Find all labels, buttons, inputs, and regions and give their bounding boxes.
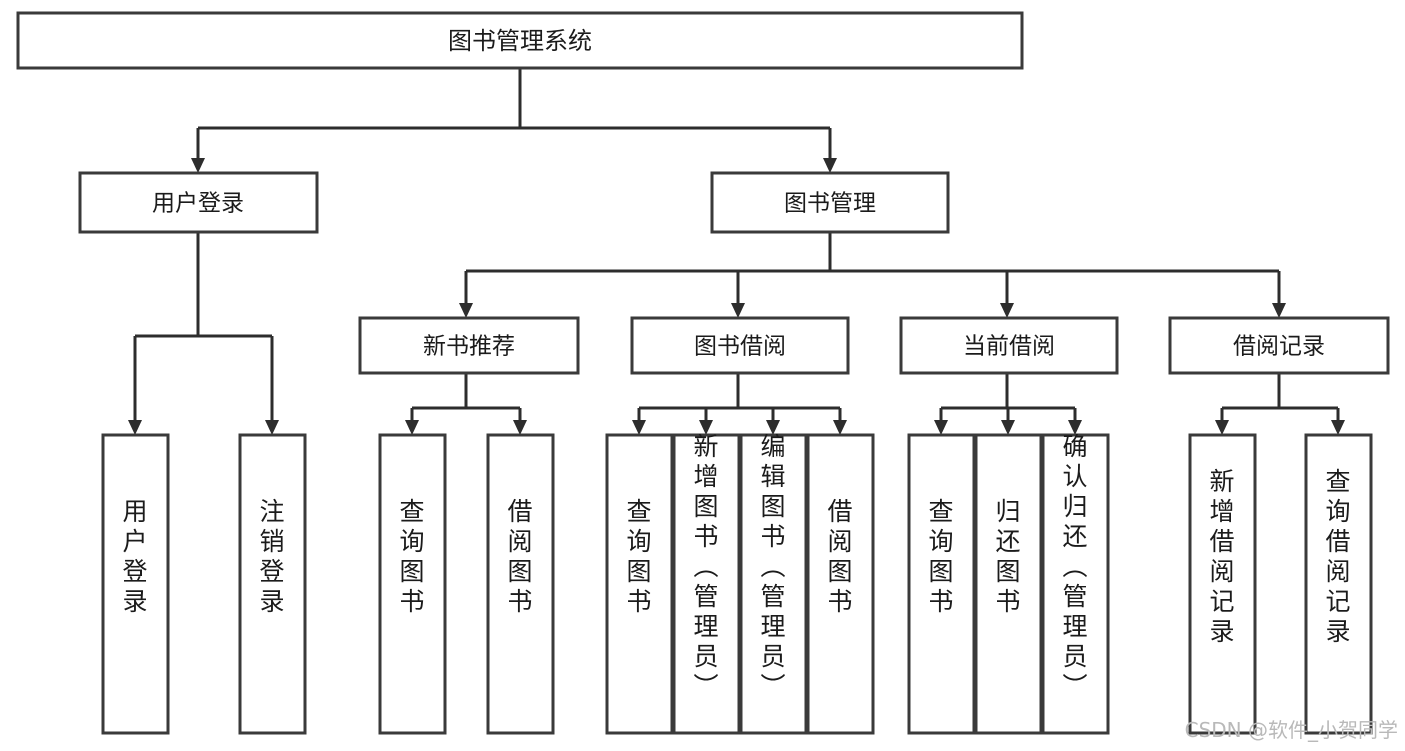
arrow-head-icon xyxy=(513,420,527,435)
node-leaf-confirm-return-label: 确认归还︵管理员︶ xyxy=(1062,432,1087,701)
node-leaf-add-book[interactable]: 新增图书︵管理员︶ xyxy=(672,432,741,735)
arrow-head-icon xyxy=(766,420,780,435)
arrow-head-icon xyxy=(934,420,948,435)
node-leaf-borrow-book-1-label: 借阅图书 xyxy=(507,497,532,616)
node-leaf-add-record-label: 新增借阅记录 xyxy=(1209,467,1234,646)
arrow-head-icon xyxy=(1001,420,1015,435)
node-user-login[interactable]: 用户登录 xyxy=(78,171,319,234)
node-leaf-query-record-label: 查询借阅记录 xyxy=(1325,467,1350,646)
node-leaf-query-book-1[interactable]: 查询图书 xyxy=(378,433,447,735)
watermark-text: CSDN @软件_小贺同学 xyxy=(1185,718,1398,742)
node-book-manage-box[interactable] xyxy=(710,171,950,234)
node-leaf-box[interactable] xyxy=(907,433,976,735)
node-current-borrow-label: 当前借阅 xyxy=(963,334,1055,360)
node-leaf-box[interactable] xyxy=(1304,433,1373,735)
node-user-login-box[interactable] xyxy=(78,171,319,234)
node-leaf-return-book-label: 归还图书 xyxy=(995,497,1020,616)
node-leaf-borrow-book-2[interactable]: 借阅图书 xyxy=(806,433,875,735)
node-leaf-borrow-book-1[interactable]: 借阅图书 xyxy=(486,433,555,735)
node-leaf-logout-label: 注销登录 xyxy=(259,497,284,616)
node-leaf-confirm-return[interactable]: 确认归还︵管理员︶ xyxy=(1041,432,1110,735)
node-leaf-user-login-label: 用户登录 xyxy=(122,497,147,616)
arrow-head-icon xyxy=(823,158,837,173)
node-root-label: 图书管理系统 xyxy=(448,27,592,55)
node-new-book-rec-box[interactable] xyxy=(358,316,580,375)
node-leaf-query-record[interactable]: 查询借阅记录 xyxy=(1304,433,1373,735)
node-leaf-user-login[interactable]: 用户登录 xyxy=(101,433,170,735)
node-root-box[interactable] xyxy=(16,11,1024,70)
arrow-head-icon xyxy=(1272,303,1286,318)
node-leaf-box[interactable] xyxy=(739,433,808,735)
node-leaf-query-book-1-label: 查询图书 xyxy=(399,497,424,616)
node-user-login-label: 用户登录 xyxy=(152,191,244,217)
node-book-manage[interactable]: 图书管理 xyxy=(710,171,950,234)
connector-bookmanage-to-level3 xyxy=(459,232,1286,318)
arrow-head-icon xyxy=(731,303,745,318)
connector-currentborrow-to-leaves xyxy=(934,373,1082,435)
node-leaf-box[interactable] xyxy=(672,433,741,735)
node-new-book-rec[interactable]: 新书推荐 xyxy=(358,316,580,375)
node-leaf-edit-book-label: 编辑图书︵管理员︶ xyxy=(760,432,785,701)
connector-newbookrec-to-leaves xyxy=(405,373,527,435)
node-leaf-box[interactable] xyxy=(605,433,674,735)
arrow-head-icon xyxy=(833,420,847,435)
node-current-borrow[interactable]: 当前借阅 xyxy=(899,316,1119,375)
node-leaf-box[interactable] xyxy=(101,433,170,735)
node-leaf-box[interactable] xyxy=(378,433,447,735)
arrow-head-icon xyxy=(1215,420,1229,435)
node-leaf-query-book-3[interactable]: 查询图书 xyxy=(907,433,976,735)
arrow-head-icon xyxy=(128,420,142,435)
node-leaf-query-book-3-label: 查询图书 xyxy=(928,497,953,616)
node-leaf-box[interactable] xyxy=(806,433,875,735)
arrow-head-icon xyxy=(1331,420,1345,435)
connector-bookborrow-to-leaves xyxy=(632,373,847,435)
arrow-head-icon xyxy=(265,420,279,435)
node-leaf-box[interactable] xyxy=(1188,433,1257,735)
arrow-head-icon xyxy=(191,158,205,173)
node-borrow-record-box[interactable] xyxy=(1168,316,1390,375)
node-book-borrow-box[interactable] xyxy=(630,316,850,375)
node-leaf-box[interactable] xyxy=(486,433,555,735)
arrow-head-icon xyxy=(459,303,473,318)
node-leaf-edit-book[interactable]: 编辑图书︵管理员︶ xyxy=(739,432,808,735)
node-leaf-box[interactable] xyxy=(1041,433,1110,735)
node-leaf-logout[interactable]: 注销登录 xyxy=(238,433,307,735)
arrow-head-icon xyxy=(1068,420,1082,435)
node-leaf-box[interactable] xyxy=(974,433,1043,735)
node-borrow-record-label: 借阅记录 xyxy=(1233,334,1325,360)
node-new-book-rec-label: 新书推荐 xyxy=(423,334,515,360)
node-leaf-add-book-label: 新增图书︵管理员︶ xyxy=(693,432,718,701)
arrow-head-icon xyxy=(1000,303,1014,318)
node-book-manage-label: 图书管理 xyxy=(784,191,876,217)
node-current-borrow-box[interactable] xyxy=(899,316,1119,375)
connector-root-to-level2 xyxy=(191,68,837,173)
node-leaf-return-book[interactable]: 归还图书 xyxy=(974,433,1043,735)
connector-userlogin-to-leaves xyxy=(128,232,279,435)
node-leaf-add-record[interactable]: 新增借阅记录 xyxy=(1188,433,1257,735)
node-book-borrow[interactable]: 图书借阅 xyxy=(630,316,850,375)
arrow-head-icon xyxy=(632,420,646,435)
node-leaf-borrow-book-2-label: 借阅图书 xyxy=(827,497,852,616)
connector-borrowrecord-to-leaves xyxy=(1215,373,1345,435)
node-leaf-query-book-2[interactable]: 查询图书 xyxy=(605,433,674,735)
arrow-head-icon xyxy=(405,420,419,435)
node-leaf-query-book-2-label: 查询图书 xyxy=(626,497,651,616)
node-root[interactable]: 图书管理系统 xyxy=(16,11,1024,70)
node-borrow-record[interactable]: 借阅记录 xyxy=(1168,316,1390,375)
node-leaf-box[interactable] xyxy=(238,433,307,735)
node-book-borrow-label: 图书借阅 xyxy=(694,334,786,360)
arrow-head-icon xyxy=(699,420,713,435)
